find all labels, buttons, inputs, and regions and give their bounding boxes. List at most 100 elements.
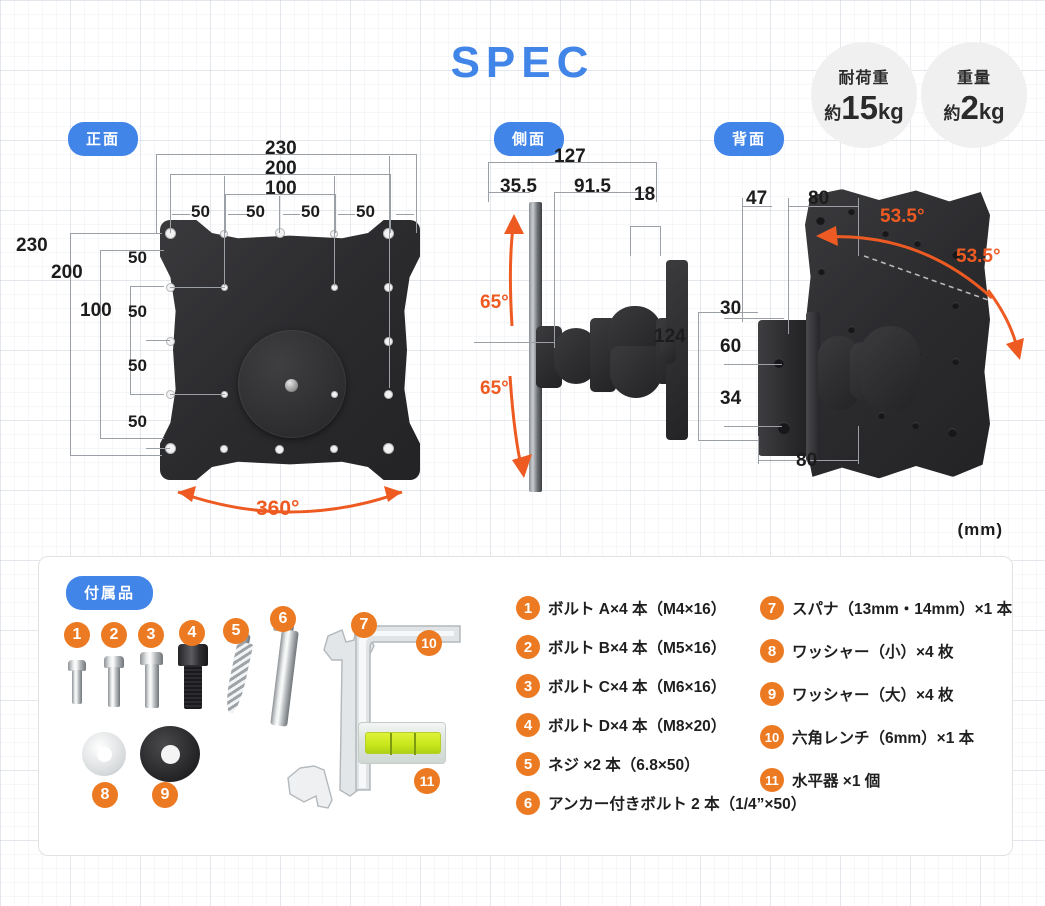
dim-front-200-left: 200 <box>51 262 83 283</box>
mount-hole <box>384 390 393 399</box>
tilt-angle-down: 65° <box>480 378 509 399</box>
page-title: SPEC <box>450 38 595 87</box>
item-number: 11 <box>760 768 784 792</box>
washer-large <box>140 726 200 782</box>
callout-6: 6 <box>270 606 296 632</box>
mount-hole <box>383 228 394 239</box>
display-panel-edge <box>529 202 542 492</box>
dim-line <box>758 460 858 461</box>
mount-hole <box>818 268 825 275</box>
item-label: ネジ ×2 本（6.8×50） <box>548 757 700 774</box>
item-label: 六角レンチ（6mm）×1 本 <box>792 730 975 747</box>
dim-ext <box>698 312 758 313</box>
callout-5: 5 <box>223 618 249 644</box>
dim-line <box>283 214 297 215</box>
dim-ext <box>698 440 758 441</box>
accessory-item: 10 六角レンチ（6mm）×1 本 <box>760 725 974 749</box>
leader-line <box>724 364 782 365</box>
dim-line <box>130 286 131 394</box>
accessory-item: 11 水平器 ×1 個 <box>760 768 880 792</box>
dim-front-50-top-4: 50 <box>356 202 375 221</box>
leader-line <box>146 340 170 341</box>
level-vial <box>365 732 441 755</box>
dim-line <box>488 192 530 193</box>
hex-key-wrench <box>355 625 461 791</box>
dim-front-200-top: 200 <box>265 158 297 179</box>
leader-line <box>724 318 784 319</box>
dim-ext <box>742 198 743 322</box>
dim-front-50-left-1: 50 <box>128 248 147 267</box>
mount-hole <box>330 445 338 453</box>
weight-value: 約2kg <box>943 88 1005 126</box>
callout-3: 3 <box>138 622 164 648</box>
leader-line <box>474 342 554 343</box>
bracket-screw-hole <box>774 358 784 368</box>
item-number: 6 <box>516 791 540 815</box>
tilt-angle-up: 65° <box>480 292 509 313</box>
bolt-b-head <box>104 656 124 668</box>
callout-11: 11 <box>414 768 440 794</box>
accessory-item: 1 ボルト A×4 本（M4×16） <box>516 596 726 620</box>
leader-line <box>279 196 280 233</box>
dim-line <box>396 214 414 215</box>
bolt-c-head <box>140 652 163 665</box>
dim-ext <box>170 174 171 233</box>
dim-ext <box>488 162 489 202</box>
mount-hole <box>384 283 393 292</box>
item-label: ボルト B×4 本（M5×16） <box>548 640 727 657</box>
item-number: 7 <box>760 596 784 620</box>
front-view-diagram: 230 200 100 50 50 50 50 230 200 <box>16 138 460 540</box>
hub-center-screw <box>285 379 298 392</box>
dim-line <box>170 174 390 175</box>
mount-hole <box>331 391 338 398</box>
dim-ext <box>788 198 789 334</box>
item-label: アンカー付きボルト 2 本（1/4”×50） <box>548 796 807 813</box>
weight-label: 重量 <box>956 69 991 87</box>
item-number: 9 <box>760 682 784 706</box>
leader-line <box>389 156 390 388</box>
item-label: ボルト C×4 本（M6×16） <box>548 679 727 696</box>
mount-hole <box>882 230 889 237</box>
accessory-item: 3 ボルト C×4 本（M6×16） <box>516 674 726 698</box>
dim-back-34: 34 <box>720 388 742 409</box>
dim-line <box>630 226 660 227</box>
item-label: ボルト A×4 本（M4×16） <box>548 601 727 618</box>
leader-line <box>170 287 225 288</box>
dim-line <box>488 162 656 163</box>
item-number: 8 <box>760 639 784 663</box>
dim-back-80-top: 80 <box>808 188 830 209</box>
dim-front-100-top: 100 <box>265 178 297 199</box>
dim-ext <box>130 286 164 287</box>
item-label: ボルト D×4 本（M8×20） <box>548 718 727 735</box>
unit-note: (mm) <box>957 520 1003 539</box>
callout-2: 2 <box>101 622 127 648</box>
bolt-a-shaft <box>72 670 82 704</box>
leader-line <box>224 176 225 286</box>
view-label-back: 背面 <box>714 122 785 156</box>
dim-ext <box>100 250 164 251</box>
dim-ext <box>100 438 164 439</box>
dim-line <box>698 312 699 440</box>
accessory-item: 6 アンカー付きボルト 2 本（1/4”×50） <box>516 791 806 815</box>
accessory-item: 5 ネジ ×2 本（6.8×50） <box>516 752 700 776</box>
dim-front-50-left-4: 50 <box>128 412 147 431</box>
item-label: ワッシャー（大）×4 枚 <box>792 687 954 704</box>
dim-ext <box>630 226 631 256</box>
wall-bracket-edge <box>806 312 820 462</box>
dim-ext <box>554 192 555 348</box>
callout-1: 1 <box>64 622 90 648</box>
mount-hole <box>275 228 285 238</box>
dim-ext <box>70 233 162 234</box>
dim-line <box>554 192 654 193</box>
item-number: 5 <box>516 752 540 776</box>
dim-line <box>788 206 858 207</box>
dim-ext <box>225 194 226 233</box>
dim-front-50-top-1: 50 <box>191 202 210 221</box>
item-label: ワッシャー（小）×4 枚 <box>792 644 954 661</box>
callout-4: 4 <box>179 620 205 646</box>
mount-hole <box>912 422 919 429</box>
accessory-item: 4 ボルト D×4 本（M8×20） <box>516 713 726 737</box>
dim-line <box>225 194 335 195</box>
tilt-arrows <box>504 214 532 478</box>
